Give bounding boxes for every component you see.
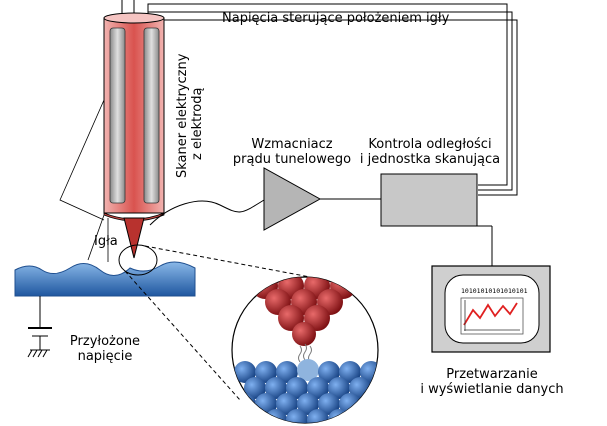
scanner-amp-wire bbox=[149, 199, 265, 226]
controller-label-2: i jednostka skanująca bbox=[360, 152, 500, 167]
atomic-zoom bbox=[231, 276, 379, 424]
control-wires bbox=[121, 0, 518, 196]
scanner-label-2: z elektrodą bbox=[190, 88, 205, 160]
needle-tip bbox=[123, 217, 145, 259]
binary-readout: 10101010101010101 bbox=[461, 287, 528, 295]
amplifier-label-2: prądu tunelowego bbox=[233, 152, 351, 167]
processing-label-2: i wyświetlanie danych bbox=[420, 382, 563, 397]
processing-label-1: Przetwarzanie bbox=[446, 367, 537, 382]
needle-label: Igła bbox=[94, 234, 118, 249]
scanner bbox=[103, 12, 165, 222]
surface-atoms bbox=[234, 359, 378, 423]
bias-label-2: napięcie bbox=[78, 349, 133, 364]
tip-magnifier bbox=[118, 244, 158, 276]
sample-surface bbox=[14, 261, 196, 297]
controller-box bbox=[380, 173, 478, 227]
display bbox=[431, 265, 551, 353]
bias-circuit bbox=[27, 296, 52, 358]
scanner-label-1: Skaner elektryczny bbox=[175, 53, 190, 178]
amplifier-label-1: Wzmacniacz bbox=[251, 137, 332, 152]
controller-label-1: Kontrola odległości bbox=[368, 137, 491, 152]
mount-lines bbox=[59, 99, 109, 262]
amplifier bbox=[263, 167, 322, 231]
display-graph bbox=[463, 302, 518, 326]
bias-label-1: Przyłożone bbox=[70, 334, 140, 349]
control-lines-label: Napięcia sterujące położeniem igły bbox=[222, 11, 450, 26]
